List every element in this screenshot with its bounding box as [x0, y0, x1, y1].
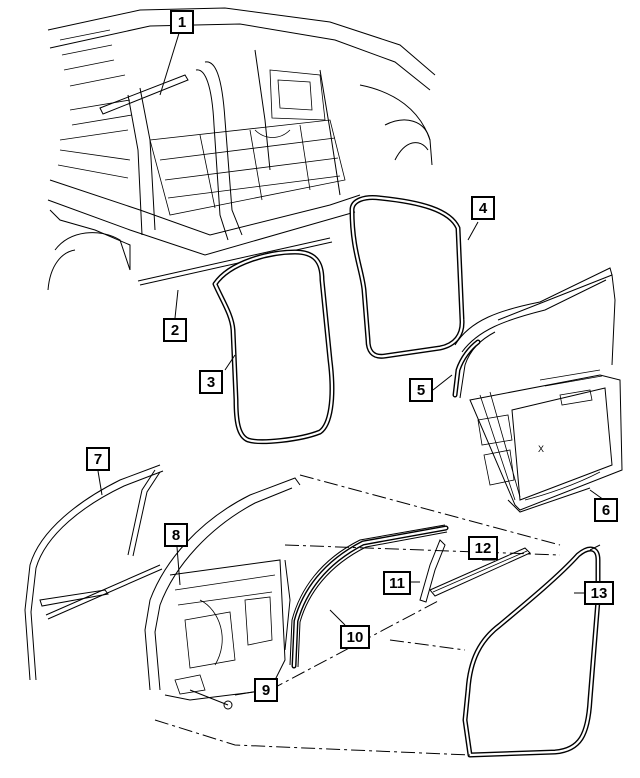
callout-6: 6 [594, 498, 618, 522]
sliding-door-illustration [452, 267, 623, 513]
vehicle-body-illustration [47, 7, 436, 291]
callout-1: 1 [170, 10, 194, 34]
part-11-molding [419, 539, 446, 603]
callout-13: 13 [584, 581, 614, 605]
part-13-front-door-seal [462, 546, 601, 758]
part-12-belt-weatherstrip [429, 547, 531, 597]
part-3-door-seal [212, 249, 335, 445]
part-7-window-channel [24, 464, 164, 681]
callout-5: 5 [409, 378, 433, 402]
callout-11: 11 [383, 571, 411, 595]
callout-9: 9 [254, 678, 278, 702]
front-door-illustration [144, 477, 301, 710]
callout-10: 10 [340, 625, 370, 649]
callout-3: 3 [199, 370, 223, 394]
callout-12: 12 [468, 536, 498, 560]
part-4-sliding-door-seal [349, 195, 465, 359]
assembly-grouping-lines [154, 474, 601, 756]
callout-4: 4 [471, 196, 495, 220]
callout-8: 8 [164, 523, 188, 547]
part-10-glass-run-seal [289, 524, 449, 669]
panel-mark: X [538, 444, 544, 454]
callout-7: 7 [86, 447, 110, 471]
leader-lines [97, 29, 605, 696]
callout-2: 2 [163, 318, 187, 342]
